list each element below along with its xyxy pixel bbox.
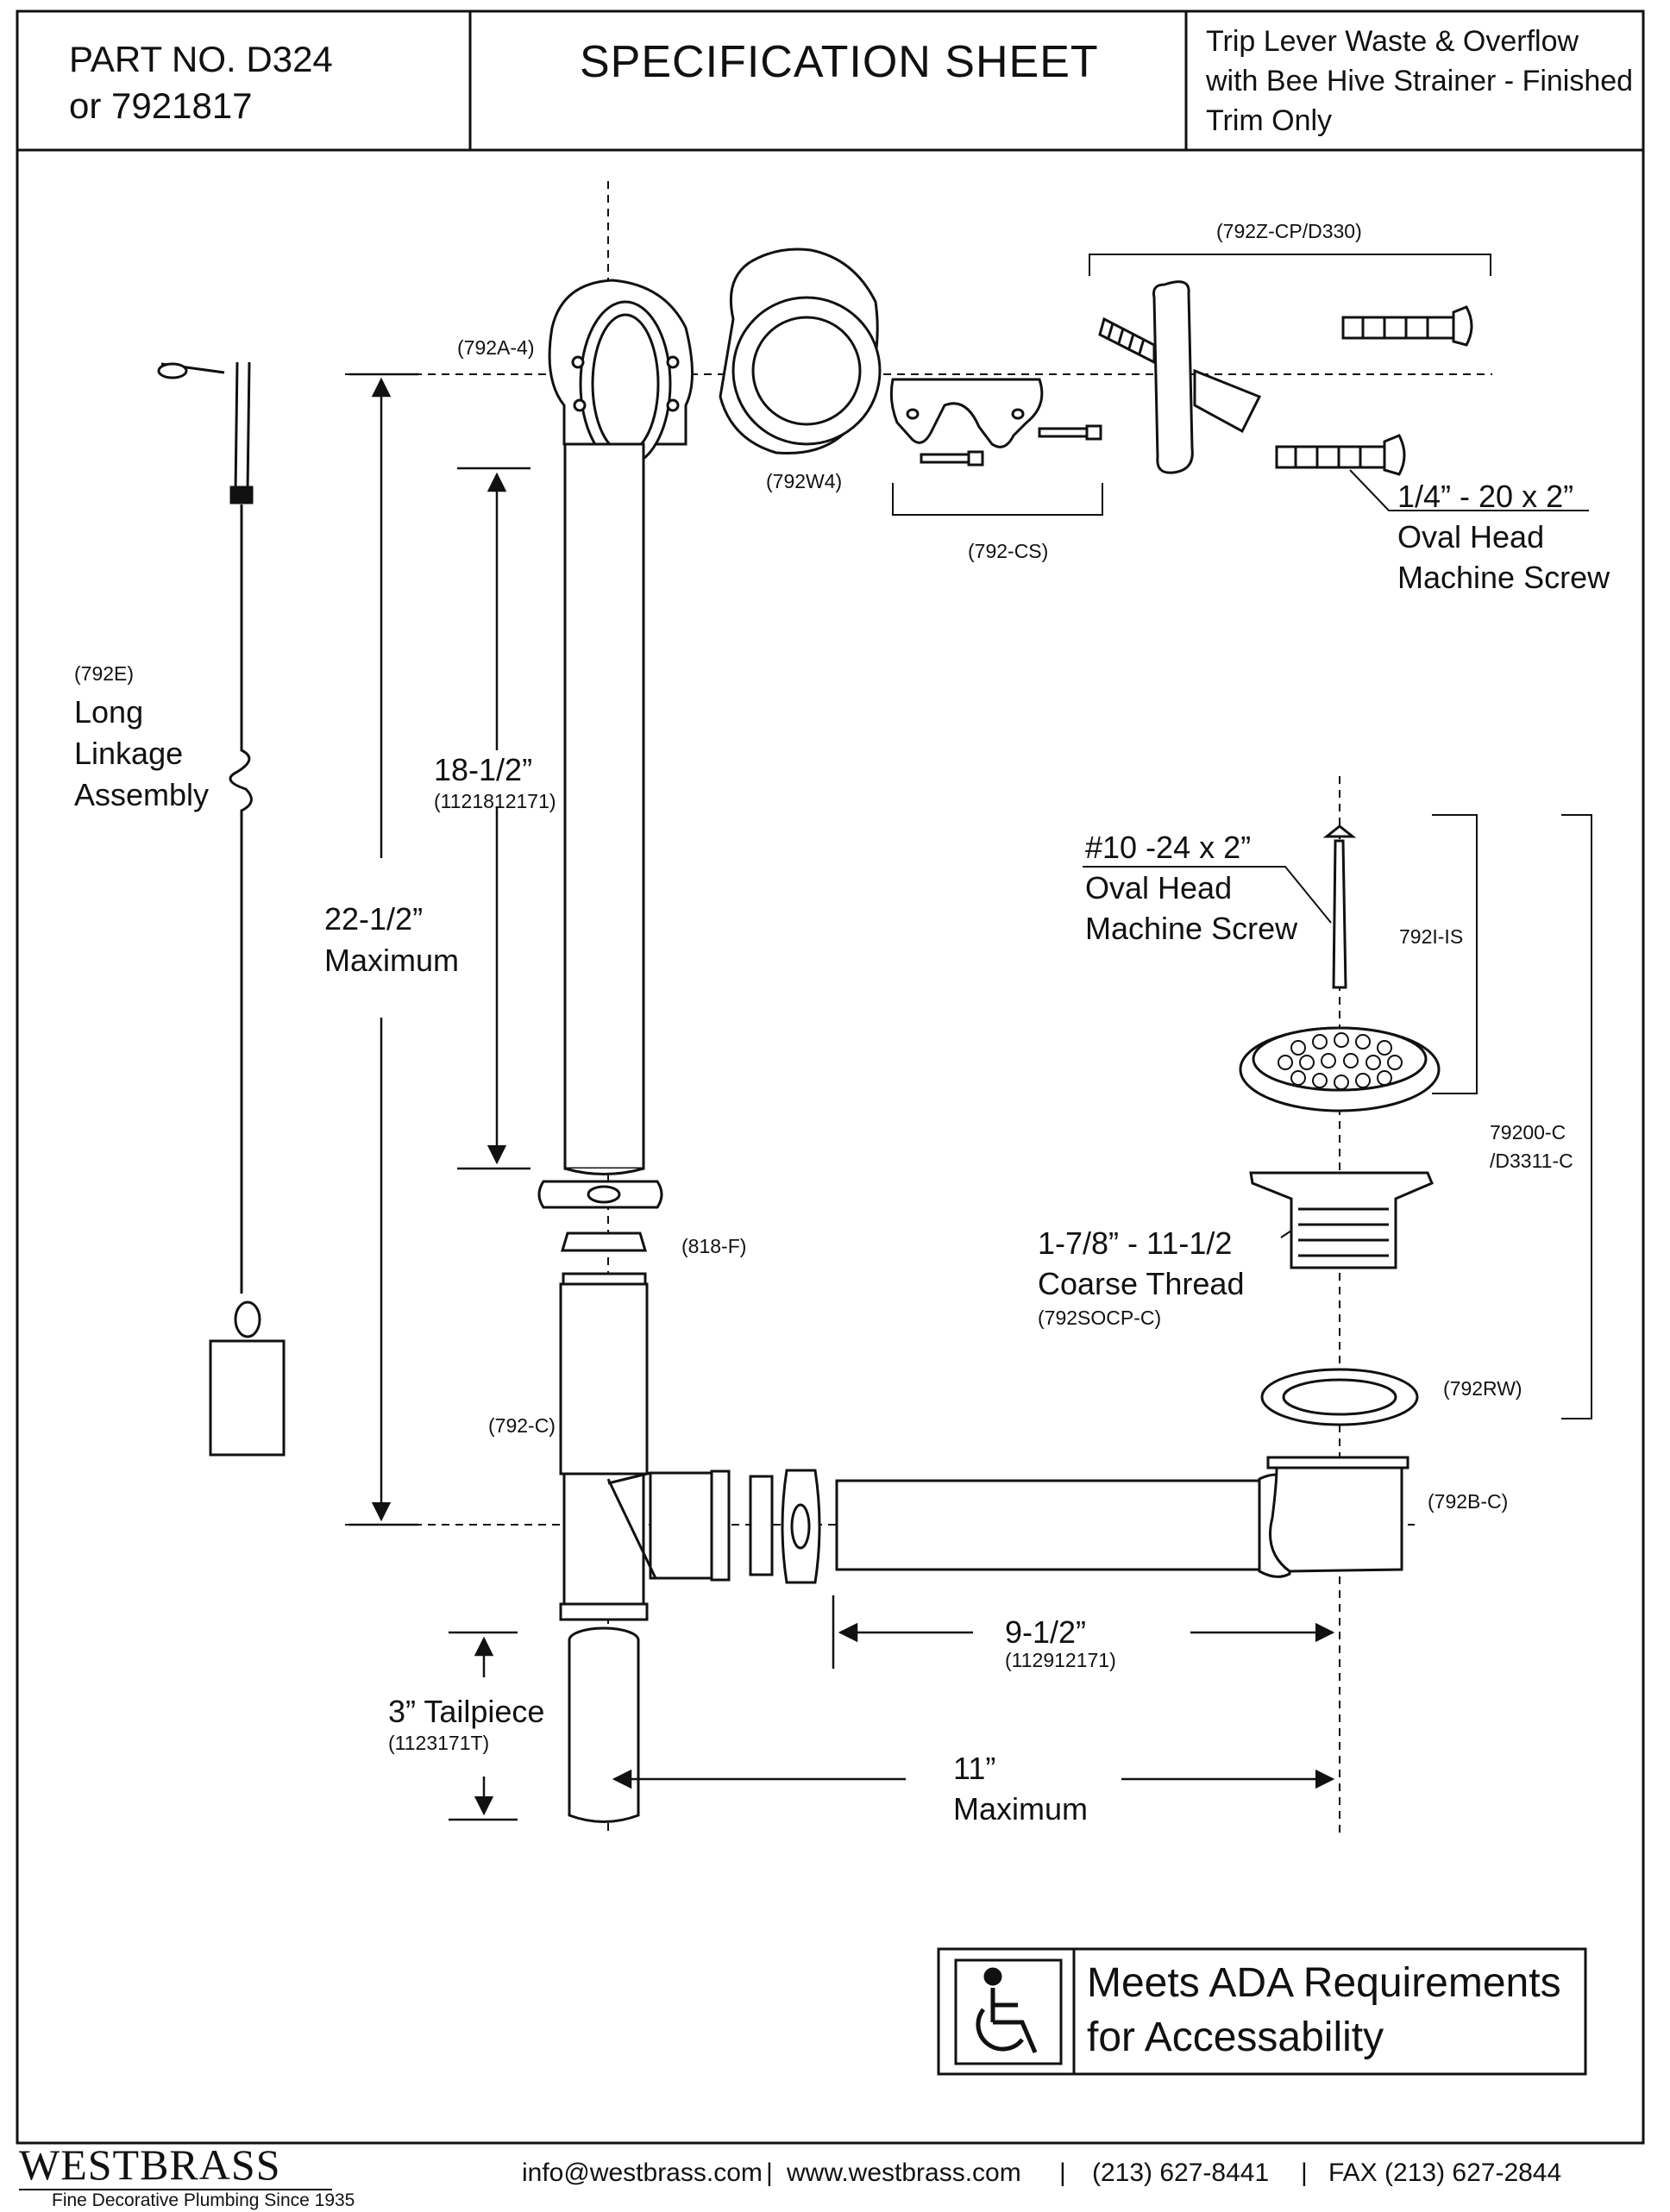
tailpiece-part: (1123171T) (388, 1732, 490, 1754)
product-description-line1: Trip Lever Waste & Overflow (1206, 25, 1579, 58)
overflow-elbow (548, 279, 694, 467)
dimension-lines (349, 373, 1335, 1821)
machine-screws-large (1275, 305, 1473, 476)
footer-separator-2: | (1059, 2159, 1066, 2187)
label-792cs: (792-CS) (968, 540, 1049, 562)
large-screw-label-1: 1/4” - 20 x 2” (1397, 479, 1574, 514)
dim-18-label: 18-1/2” (434, 752, 533, 787)
waste-tee-assembly (537, 1180, 731, 1621)
label-792bc: (792B-C) (1428, 1490, 1509, 1513)
footer-fax: FAX (213) 627-2844 (1328, 2159, 1562, 2187)
label-792e: (792E) (74, 662, 135, 685)
label-792iis: 792I-IS (1399, 925, 1464, 948)
brand-tagline: Fine Decorative Plumbing Since 1935 (52, 2190, 355, 2210)
drain-shoe (835, 1456, 1409, 1578)
small-screw-label-3: Machine Screw (1085, 911, 1298, 946)
faceplate-792z (1098, 280, 1262, 474)
large-screw-label-3: Machine Screw (1397, 560, 1610, 595)
ada-box (937, 1947, 1587, 2076)
product-description-line2: with Bee Hive Strainer - Finished (1206, 65, 1634, 97)
dim-11-label-1: 11” (953, 1751, 996, 1786)
dim-11-label-2: Maximum (953, 1791, 1089, 1827)
label-79200-1: 79200-C (1490, 1121, 1566, 1144)
ada-text-line1: Meets ADA Requirements (1087, 1960, 1561, 2006)
ada-text-line2: for Accessability (1087, 2015, 1384, 2060)
large-screw-label-2: Oval Head (1397, 519, 1545, 555)
dim-9-label: 9-1/2” (1005, 1614, 1087, 1650)
linkage-label-3: Assembly (74, 777, 210, 812)
slip-nut-arm (749, 1469, 821, 1584)
dim-22-label-2: Maximum (324, 943, 460, 978)
label-792rw: (792RW) (1443, 1377, 1522, 1400)
part-number-line1: PART NO. D324 (69, 39, 333, 79)
linkage-assembly (157, 361, 286, 1457)
footer-website[interactable]: www.westbrass.com (787, 2159, 1021, 2187)
linkage-label-1: Long (74, 694, 144, 730)
label-792z: (792Z-CP/D330) (1216, 220, 1362, 242)
tailpiece (568, 1626, 640, 1823)
dim-22-label-1: 22-1/2” (324, 901, 424, 937)
overflow-tube (563, 442, 645, 1175)
wheelchair-icon (976, 1967, 1038, 2053)
gasket-792w4 (719, 248, 882, 455)
page-frame (16, 9, 1645, 2145)
footer-separator-3: | (1301, 2159, 1308, 2187)
part-number-line2: or 7921817 (69, 85, 253, 126)
product-description-line3: Trim Only (1206, 104, 1333, 137)
dim-18-part: (1121812171) (434, 790, 556, 812)
linkage-label-2: Linkage (74, 736, 184, 771)
label-792w4: (792W4) (766, 470, 843, 492)
footer-email[interactable]: info@westbrass.com (522, 2159, 763, 2187)
strainer-parts (1239, 824, 1441, 1426)
label-818f: (818-F) (681, 1235, 747, 1257)
label-792socp: (792SOCP-C) (1038, 1307, 1162, 1329)
label-792a4: (792A-4) (457, 336, 535, 359)
center-lines (345, 181, 1492, 1837)
thread-label-2: Coarse Thread (1038, 1266, 1245, 1301)
brand-logo: WESTBRASS (19, 2140, 281, 2189)
dim-9-part: (112912171) (1005, 1649, 1116, 1671)
thread-label-1: 1-7/8” - 11-1/2 (1038, 1225, 1233, 1261)
small-screw-label-1: #10 -24 x 2” (1085, 830, 1252, 865)
page-title: SPECIFICATION SHEET (580, 37, 1099, 87)
tailpiece-label: 3” Tailpiece (388, 1694, 545, 1729)
bracket-792cs (889, 378, 1102, 467)
group-brackets (892, 254, 1592, 1419)
small-screw-label-2: Oval Head (1085, 870, 1233, 905)
footer-separator-1: | (766, 2159, 773, 2187)
label-79200-2: /D3311-C (1490, 1150, 1573, 1172)
footer-phone: (213) 627-8441 (1092, 2159, 1270, 2187)
label-792c: (792-C) (488, 1414, 556, 1437)
